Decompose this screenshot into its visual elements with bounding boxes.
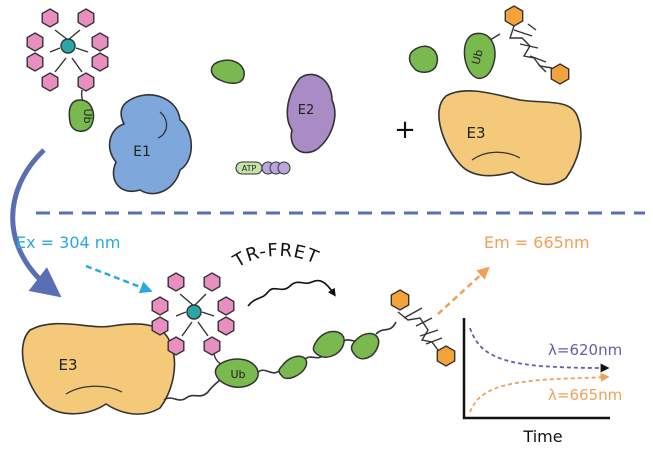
ubiquitin-chain-3 bbox=[312, 330, 345, 358]
atp-molecule: ATP bbox=[235, 161, 291, 175]
ubiquitin-free-center bbox=[210, 59, 245, 84]
plot-axes bbox=[462, 318, 610, 420]
ub-bottom-label: Ub bbox=[230, 368, 245, 381]
lambda-620-label: λ=620nm bbox=[548, 341, 622, 359]
ubiquitin-free-right bbox=[408, 45, 439, 73]
lambda-665-label: λ=665nm bbox=[548, 386, 622, 404]
tr-fret-label: TR-FRET bbox=[229, 240, 322, 273]
donor-cluster-bottom bbox=[151, 272, 235, 367]
plus-sign: + bbox=[394, 115, 416, 145]
acceptor-dye-bottom bbox=[390, 289, 456, 367]
tr-fret-text: TR-FRET bbox=[229, 240, 321, 273]
time-axis-label: Time bbox=[522, 427, 562, 446]
e1-label: E1 bbox=[133, 144, 151, 160]
substrate-linker bbox=[163, 377, 223, 401]
signal-decay-plot: λ=620nm λ=665nm Time bbox=[462, 318, 622, 446]
fret-energy-arrow bbox=[247, 279, 336, 307]
poly-ub-linker bbox=[257, 321, 397, 374]
e1-enzyme: E1 bbox=[108, 94, 192, 195]
reaction-arrow bbox=[10, 148, 62, 298]
donor-cluster-top bbox=[26, 8, 109, 113]
e3-bottom-label: E3 bbox=[58, 356, 77, 374]
acceptor-dye-top bbox=[504, 5, 570, 85]
ubiquitin-top-left: Ub bbox=[68, 99, 95, 132]
ub-top-left-label: Ub bbox=[81, 108, 94, 123]
ub-top-right-label: Ub bbox=[469, 48, 485, 66]
curve-665nm bbox=[469, 372, 610, 413]
e3-ligase-top: E3 bbox=[438, 90, 582, 186]
e2-label: E2 bbox=[298, 103, 315, 118]
curve-620nm bbox=[469, 327, 610, 373]
ubiquitin-bottom-labeled: Ub bbox=[214, 358, 259, 388]
e3-top-label: E3 bbox=[466, 124, 485, 142]
excitation-arrow bbox=[85, 264, 153, 294]
emission-arrow bbox=[437, 266, 490, 315]
excitation-label: Ex = 304 nm bbox=[16, 233, 121, 252]
ubiquitin-chain-4 bbox=[350, 332, 380, 360]
emission-label: Em = 665nm bbox=[484, 233, 590, 252]
ubiquitin-acceptor-top: Ub bbox=[463, 32, 501, 80]
ubiquitin-chain-2 bbox=[278, 355, 308, 380]
e2-enzyme: E2 bbox=[286, 73, 336, 154]
e3-ligase-bottom: E3 bbox=[21, 322, 176, 415]
atp-label: ATP bbox=[242, 164, 257, 173]
